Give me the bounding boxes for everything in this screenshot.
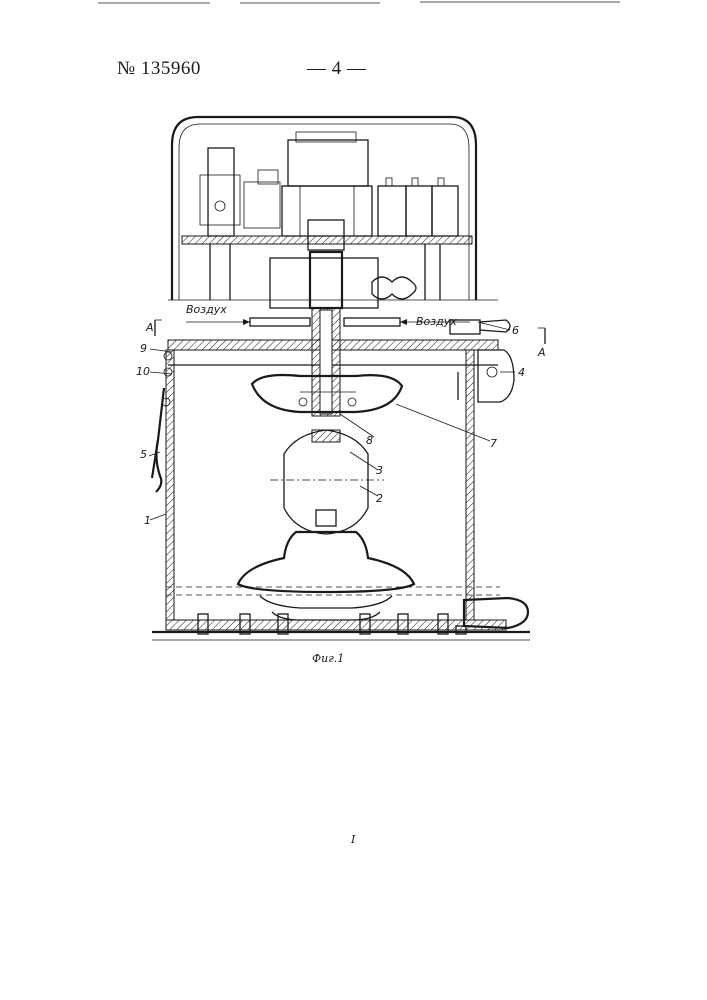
equipment-deck [182,132,472,300]
callout-3: 3 [376,464,383,477]
callout-4: 4 [518,366,525,379]
callout-5: 5 [140,448,147,461]
insulator [238,430,414,620]
footer-mark: I [350,833,356,846]
figure-caption: Фиг.1 [312,652,344,665]
air-label-right: Воздух [416,315,457,328]
air-label-left: Воздух [186,303,227,316]
callout-7: 7 [490,437,497,450]
callout-1: 1 [144,514,151,527]
central-assembly [186,220,510,416]
section-mark-left: А [145,321,154,334]
section-mark-right: А [537,346,546,359]
callout-6: 6 [512,324,519,337]
housing [152,117,530,640]
scan-marks [98,2,620,3]
callout-9: 9 [140,342,147,355]
callout-10: 10 [136,365,150,378]
callout-2: 2 [376,492,383,505]
callout-8: 8 [366,434,373,447]
